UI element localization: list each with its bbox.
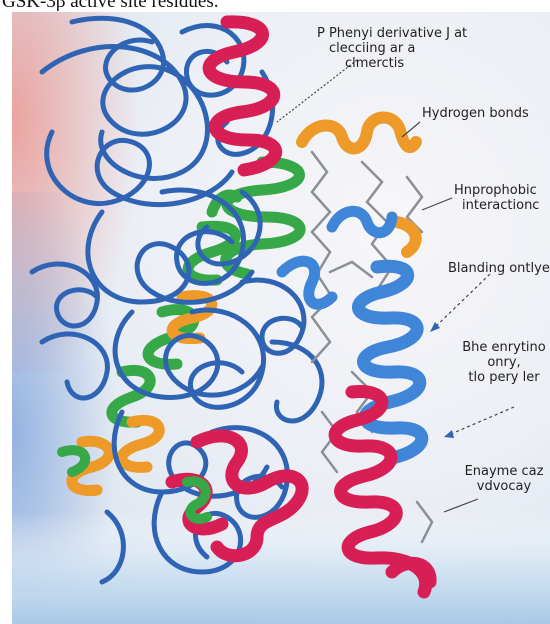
leader-hydrophobic bbox=[422, 198, 452, 210]
leader-binding bbox=[430, 274, 490, 332]
orange-helix-right bbox=[302, 117, 416, 252]
label-enzyme: Enayme caz vdvocay bbox=[458, 464, 550, 494]
label-hydrogen-bonds: Hydrogen bonds bbox=[422, 106, 529, 121]
leader-arrowheads bbox=[430, 322, 454, 438]
arrowhead-binding bbox=[430, 322, 440, 332]
protein-structure-svg bbox=[12, 12, 550, 624]
arrowhead-entry bbox=[444, 430, 454, 438]
label-derivative: P Phenyi derivative J at clecciing ar a … bbox=[317, 26, 507, 71]
light-blue-helix-right bbox=[358, 266, 421, 458]
label-binding: Blanding ontlye bbox=[448, 261, 550, 276]
label-hydrophobic: Hnprophobic interactionc bbox=[454, 183, 539, 213]
water-surface bbox=[12, 512, 550, 624]
protein-illustration: P Phenyi derivative J at clecciing ar a … bbox=[12, 12, 550, 624]
label-entry: Bhe enrytino onry, tlo pery ler bbox=[458, 340, 550, 385]
leader-enzyme bbox=[444, 499, 478, 512]
leader-entry bbox=[444, 407, 514, 437]
